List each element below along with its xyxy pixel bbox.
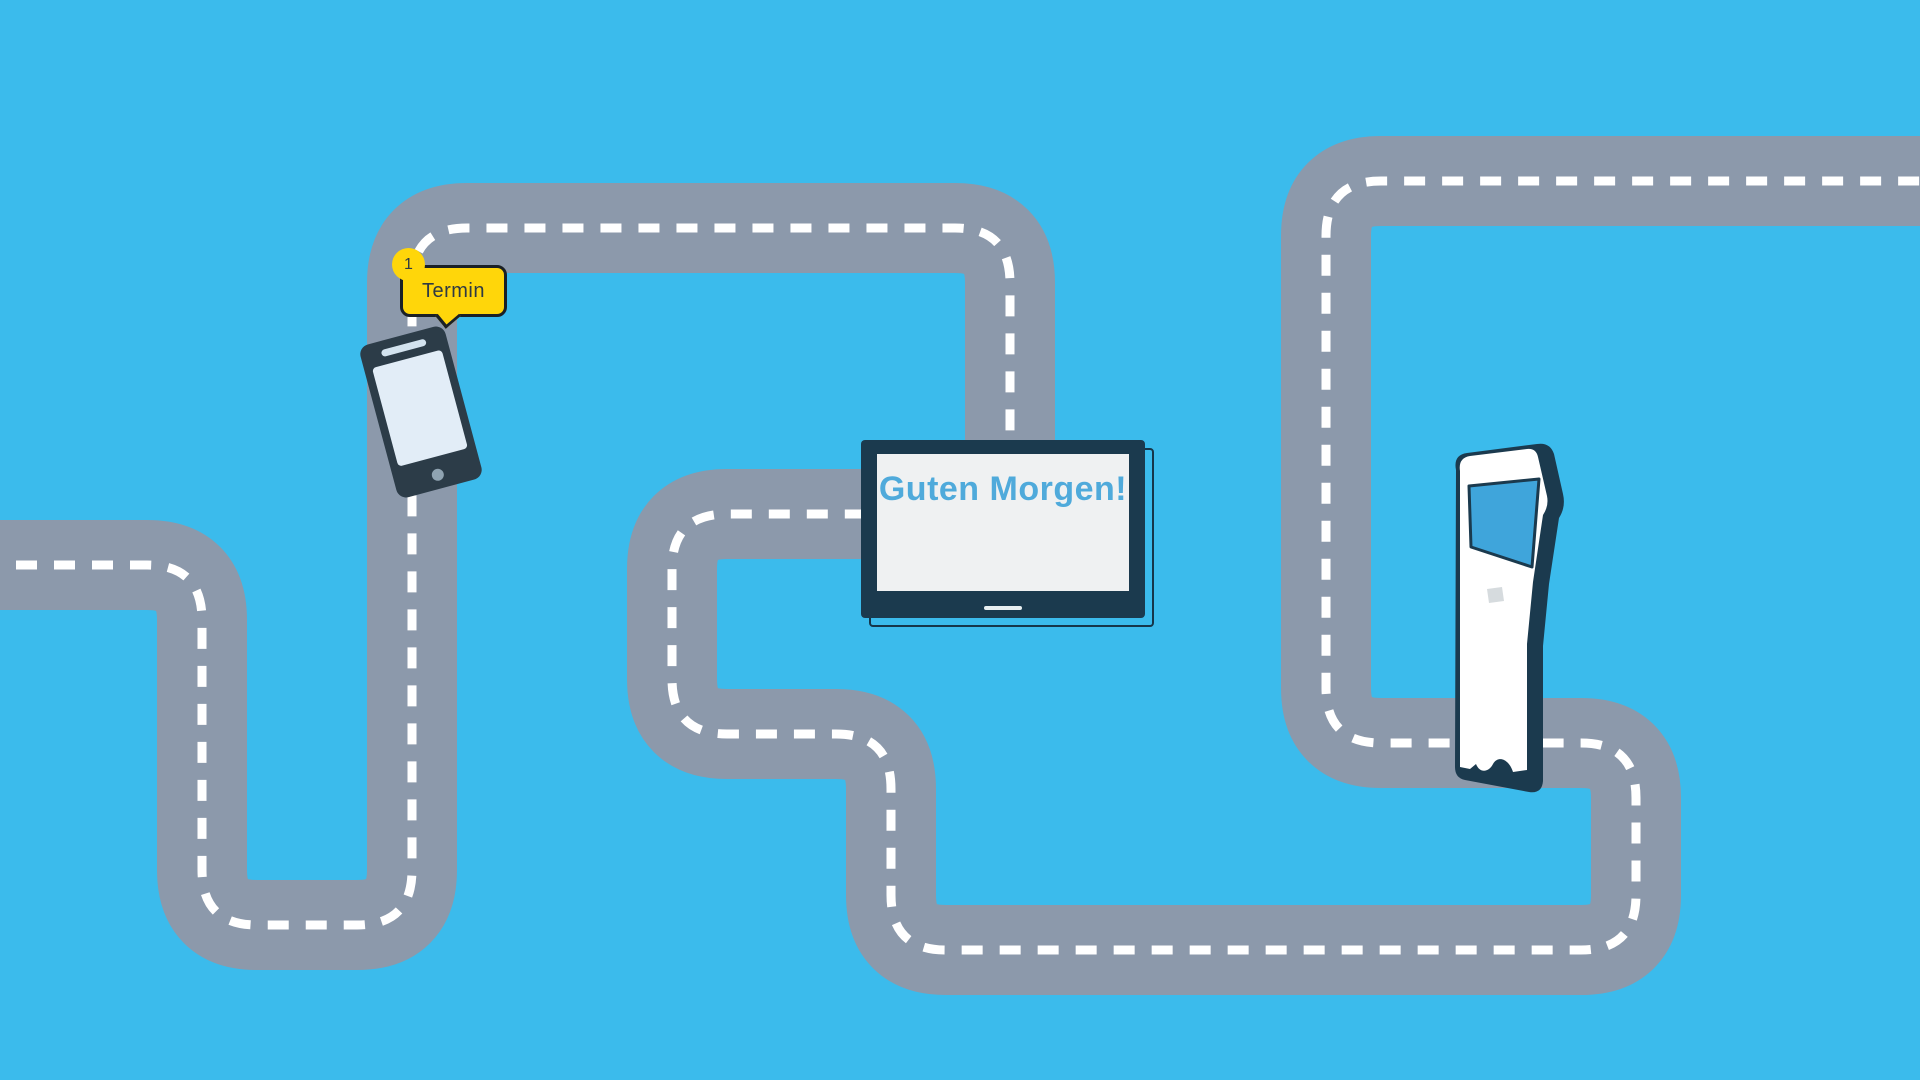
phone-screen	[371, 349, 468, 467]
monitor-screen: Guten Morgen!	[877, 454, 1129, 591]
kiosk-terminal-icon	[1455, 443, 1564, 793]
notification-bubble[interactable]: Termin	[400, 265, 507, 329]
kiosk-button[interactable]	[1487, 587, 1504, 603]
notification-label: Termin	[421, 279, 485, 302]
tv-monitor-icon: Guten Morgen!	[861, 440, 1145, 618]
kiosk-screen[interactable]	[1467, 477, 1541, 569]
monitor-greeting: Guten Morgen!	[878, 470, 1128, 508]
road-lane-marking	[0, 176, 1920, 955]
phone-home-button[interactable]	[430, 467, 446, 483]
monitor-stand-notch	[984, 606, 1022, 610]
notification-badge: 1	[392, 248, 425, 281]
badge-count: 1	[404, 255, 413, 273]
